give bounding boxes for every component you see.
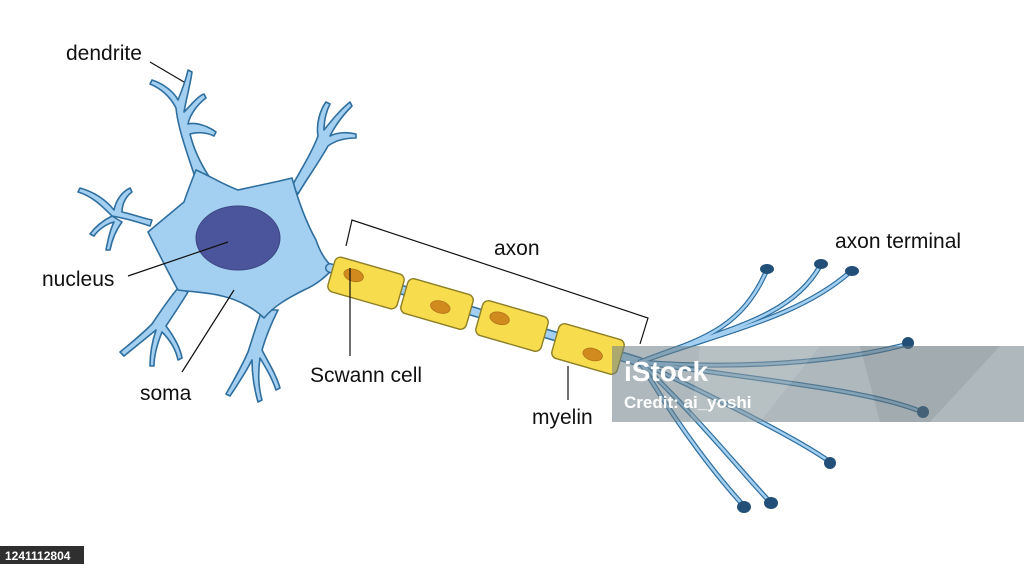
nucleus-shape [195, 205, 281, 271]
dendrite-top-right [291, 101, 357, 195]
terminal-knob [814, 259, 828, 269]
dendrite-left [77, 187, 153, 251]
myelin-segment [327, 256, 405, 310]
nucleus-leader [127, 241, 229, 277]
label-axon-terminal: axon terminal [835, 230, 961, 253]
watermark-credit: Credit: ai_yoshi [624, 393, 752, 412]
terminal-knob [824, 457, 836, 469]
label-myelin: myelin [532, 406, 593, 429]
terminal-knob [737, 501, 751, 513]
label-nucleus: nucleus [42, 268, 114, 291]
image-id: 1241112804 [5, 549, 71, 563]
dendrite-leader [149, 61, 185, 83]
label-dendrite: dendrite [66, 42, 142, 65]
label-soma: soma [140, 382, 192, 405]
schwann-nucleus [582, 347, 603, 362]
axon-bracket [345, 219, 649, 345]
schwann-nucleus [430, 300, 451, 314]
schwann-nucleus [489, 311, 510, 326]
myelin-segment [400, 278, 474, 330]
myelin-sheath [327, 256, 625, 375]
watermark-band [612, 346, 1024, 422]
dendrite-bottom-left [119, 287, 189, 367]
watermark: iStock Credit: ai_yoshi [612, 346, 1024, 422]
terminal-knob [845, 266, 859, 276]
myelin-segment [551, 323, 625, 375]
leader-lines [127, 61, 649, 400]
terminal-knob [764, 497, 778, 509]
dendrite-bottom [225, 309, 281, 403]
label-axon: axon [494, 237, 540, 260]
label-schwann-cell: Scwann cell [310, 364, 422, 387]
soma-leader [181, 289, 235, 373]
dendrite-top-left [149, 69, 217, 181]
schwann-nucleus [343, 268, 364, 283]
myelin-segment [475, 300, 549, 352]
watermark-brand: iStock [624, 356, 708, 387]
image-id-badge: 1241112804 [0, 546, 84, 564]
terminal-knob [760, 264, 774, 274]
